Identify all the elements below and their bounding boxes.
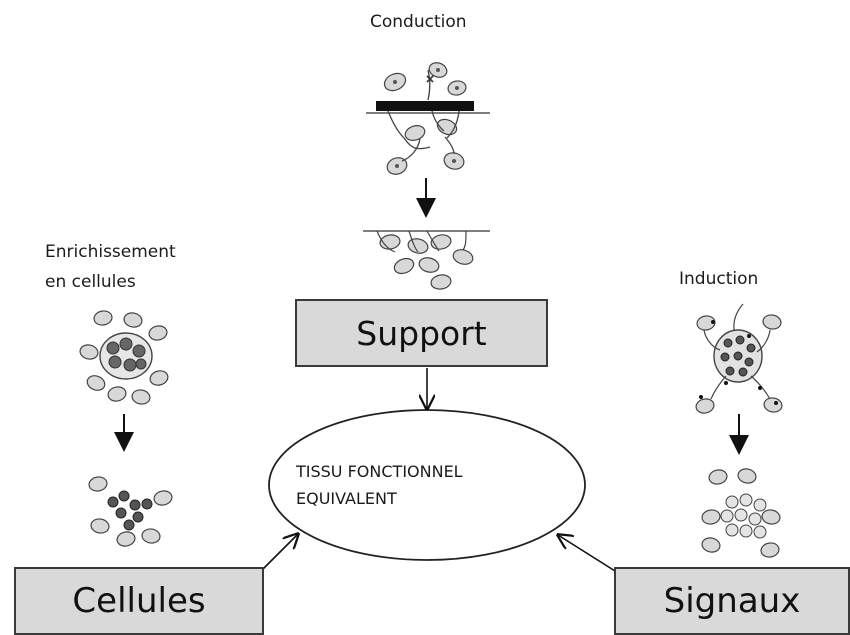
signaux-label: Signaux <box>663 581 801 621</box>
induction-illustration <box>695 303 783 558</box>
center-text-line-2: EQUIVALENT <box>296 489 397 508</box>
signaux-to-center-arrow <box>558 535 616 572</box>
conduction-illustration <box>363 62 490 290</box>
support-label: Support <box>356 313 487 353</box>
enrichment-illustration <box>79 310 173 547</box>
conduction-result <box>363 230 490 290</box>
cellules-box: Cellules <box>14 567 264 635</box>
enrichment-title-line-2: en cellules <box>45 272 136 292</box>
center-text-line-1: TISSU FONCTIONNEL <box>296 462 463 481</box>
signaux-box: Signaux <box>614 567 850 635</box>
enrichment-title-line-1: Enrichissement <box>45 242 176 262</box>
support-bar <box>366 101 490 114</box>
induction-title: Induction <box>679 269 759 289</box>
cellules-to-center-arrow <box>261 534 298 571</box>
support-box: Support <box>295 299 548 367</box>
center-ellipse <box>268 409 586 561</box>
cellules-label: Cellules <box>72 581 206 621</box>
conduction-title: Conduction <box>370 12 467 32</box>
